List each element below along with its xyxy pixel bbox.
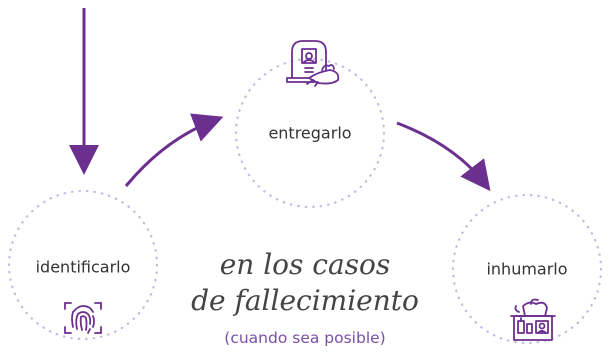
memorial-altar-icon	[510, 298, 556, 341]
node-circle-identificarlo	[7, 189, 159, 341]
node-circle-inhumarlo	[451, 193, 603, 345]
arrow-entregarlo-to-inhumarlo	[396, 121, 491, 192]
caption-note: (cuando sea posible)	[224, 329, 386, 347]
node-label-inhumarlo: inhumarlo	[486, 259, 568, 279]
node-circle-entregarlo	[234, 57, 386, 209]
caption-line-2: de fallecimiento	[191, 284, 419, 317]
caption-line-1: en los casos	[219, 248, 391, 281]
tombstone-with-flowers-icon	[286, 40, 340, 87]
node-label-entregarlo: entregarlo	[268, 123, 352, 143]
arrow-identificarlo-to-entregarlo	[124, 113, 224, 187]
node-label-identificarlo: identificarlo	[35, 257, 131, 277]
fingerprint-scan-icon	[64, 302, 102, 334]
